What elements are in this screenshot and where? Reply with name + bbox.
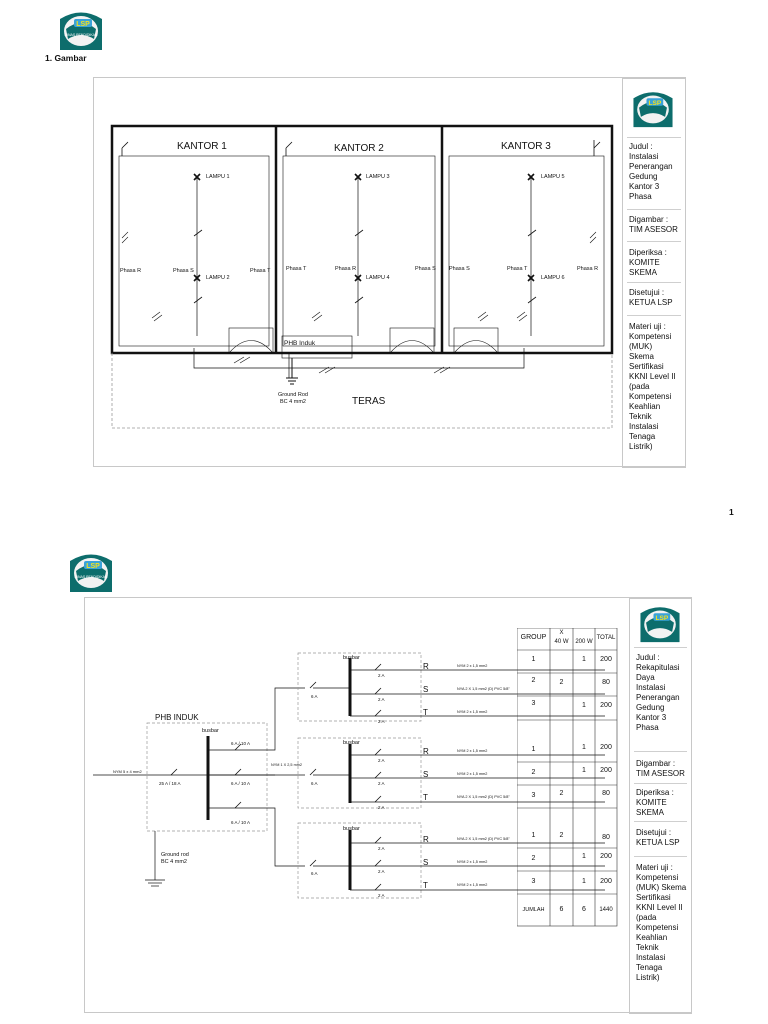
cable-label: NYM 2 x 1,5 mm2 xyxy=(457,860,488,864)
phase-letter: R xyxy=(423,747,429,756)
room-label-kantor-1: KANTOR 1 xyxy=(177,141,227,152)
phase-label: Phasa R xyxy=(335,266,357,272)
title-block-1: LSP Judul : Instalasi Penerangan Gedung … xyxy=(622,78,686,468)
phb-induk-title: PHB INDUK xyxy=(155,713,199,722)
mcb-label: 2 A xyxy=(378,719,385,724)
feeder-breaker-label: 6 A / 10 A xyxy=(231,741,251,746)
sub-breaker-label: 6 A xyxy=(311,871,318,876)
room-label-kantor-2: KANTOR 2 xyxy=(334,143,384,154)
svg-text:DINAS PENDIDIKAN: DINAS PENDIDIKAN xyxy=(64,33,98,37)
cable-label: NYA 2 X 1,5 mm2 (D) PVC 5/8" xyxy=(457,687,510,691)
cable-label: NYM 2 x 1,5 mm2 xyxy=(457,772,488,776)
feeder-cable-label: NYM 1 X 2,5 mm2 xyxy=(271,763,303,767)
table-header-40w: 40 W xyxy=(554,639,569,645)
room-label-kantor-3: KANTOR 3 xyxy=(501,141,551,152)
svg-text:LSP: LSP xyxy=(76,21,90,28)
incoming-cable-label: NYM 5 x 4 mm2 xyxy=(113,769,142,774)
table-header-200w: 200 W xyxy=(575,639,593,645)
materi-uji-field: Materi uji : Kompetensi (MUK) Skema Sert… xyxy=(629,322,676,451)
diperiksa-field: Diperiksa : KOMITE SKEMA xyxy=(636,788,674,817)
mcb-label: 2 A xyxy=(378,869,385,874)
mcb-label: 2 A xyxy=(378,758,385,763)
disetujui-field: Disetujui : KETUA LSP xyxy=(636,828,680,847)
lamp-label: LAMPU 6 xyxy=(541,275,565,281)
phase-letter: T xyxy=(423,708,428,717)
teras-label: TERAS xyxy=(352,396,386,407)
drawing-sheet-1: KANTOR 1 KANTOR 2 KANTOR 3 LAMPU 1 LAMPU… xyxy=(93,77,686,468)
lamp-label: LAMPU 1 xyxy=(206,174,230,180)
main-breaker-label: 25 A / 18 A xyxy=(159,781,181,786)
feeder-breaker-label: 6 A / 10 A xyxy=(231,781,251,786)
mcb-label: 2 A xyxy=(378,846,385,851)
judul-field: Judul : Instalasi Penerangan Gedung Kant… xyxy=(629,142,673,201)
phase-label: Phasa R xyxy=(120,268,142,274)
phase-letter: R xyxy=(423,662,429,671)
ground-rod-label: Ground rod BC 4 mm2 xyxy=(161,852,189,865)
table-header-x: X xyxy=(559,630,564,636)
phase-label: Phasa R xyxy=(577,266,599,272)
lamp-label: LAMPU 4 xyxy=(366,275,390,281)
section-heading: 1. Gambar xyxy=(45,53,87,63)
page-number: 1 xyxy=(729,507,734,517)
mcb-label: 2 A xyxy=(378,781,385,786)
cable-label: NYA 2 X 1,5 mm2 (D) PVC 5/8" xyxy=(457,837,510,841)
main-busbar-label: busbar xyxy=(202,728,219,734)
lsp-logo: LSP DINAS PENDIDIKAN xyxy=(68,551,114,594)
phase-label: Phasa T xyxy=(507,266,528,272)
sub-breaker-label: 6 A xyxy=(311,694,318,699)
phase-label: Phasa T xyxy=(286,266,307,272)
diperiksa-field: Diperiksa : KOMITE SKEMA xyxy=(629,248,667,277)
phase-letter: T xyxy=(423,881,428,890)
sub-busbar-label: busbar xyxy=(343,740,360,746)
phase-letter: S xyxy=(423,770,429,779)
single-line-diagram xyxy=(93,652,605,899)
title-block-logo: LSP xyxy=(638,604,682,644)
phase-label: Phasa S xyxy=(449,266,470,272)
table-header-total: TOTAL xyxy=(596,635,616,641)
svg-text:LSP: LSP xyxy=(86,563,100,570)
phase-label: Phasa T xyxy=(250,268,271,274)
judul-field: Judul : Rekapitulasi Daya Instalasi Pene… xyxy=(636,653,680,732)
lsp-logo: LSP DINAS PENDIDIKAN xyxy=(58,9,104,52)
title-block-2: LSP Judul : Rekapitulasi Daya Instalasi … xyxy=(629,598,692,1014)
phase-label: Phasa S xyxy=(173,268,194,274)
mcb-label: 2 A xyxy=(378,673,385,678)
phb-induk-label: PHB Induk xyxy=(284,340,316,347)
sub-breaker-label: 6 A xyxy=(311,781,318,786)
digambar-field: Digambar : TIM ASESOR xyxy=(636,759,685,778)
drawing-sheet-2: PHB INDUK NYM 5 x 4 mm2 busbar 25 A / 18… xyxy=(84,597,692,1014)
sub-busbar-label: busbar xyxy=(343,655,360,661)
cable-label: NYM 2 x 1,5 mm2 xyxy=(457,883,488,887)
phase-label: Phasa S xyxy=(415,266,436,272)
cable-label: NYA 2 X 1,5 mm2 (D) PVC 5/8" xyxy=(457,795,510,799)
phase-letter: S xyxy=(423,685,429,694)
title-block-logo: LSP xyxy=(631,89,675,129)
floor-plan-drawing xyxy=(110,124,614,429)
ground-rod-label: Ground Rod BC 4 mm2 xyxy=(278,392,308,405)
sub-busbar-label: busbar xyxy=(343,826,360,832)
table-header-group: GROUP xyxy=(520,634,547,641)
phase-letter: S xyxy=(423,858,429,867)
lamp-label: LAMPU 3 xyxy=(366,174,390,180)
digambar-field: Digambar : TIM ASESOR xyxy=(629,215,678,234)
phase-letter: T xyxy=(423,793,428,802)
disetujui-field: Disetujui : KETUA LSP xyxy=(629,288,673,307)
power-recap-table: GROUP X 40 W 200 W TOTAL 1 1 200 2 2 80 … xyxy=(517,628,619,928)
svg-text:LSP: LSP xyxy=(649,100,662,107)
svg-text:LSP: LSP xyxy=(656,615,669,622)
lamp-label: LAMPU 2 xyxy=(206,275,230,281)
phase-letter: R xyxy=(423,835,429,844)
mcb-label: 2 A xyxy=(378,697,385,702)
materi-uji-field: Materi uji : Kompetensi (MUK) Skema Sert… xyxy=(636,863,687,982)
feeder-breaker-label: 6 A / 10 A xyxy=(231,820,251,825)
cable-label: NYM 2 x 1,5 mm2 xyxy=(457,664,488,668)
svg-text:DINAS PENDIDIKAN: DINAS PENDIDIKAN xyxy=(74,575,108,579)
cable-label: NYM 2 x 1,5 mm2 xyxy=(457,749,488,753)
mcb-label: 2 A xyxy=(378,805,385,810)
cable-label: NYM 2 x 1,5 mm2 xyxy=(457,710,488,714)
mcb-label: 2 A xyxy=(378,893,385,898)
lamp-label: LAMPU 5 xyxy=(541,174,565,180)
